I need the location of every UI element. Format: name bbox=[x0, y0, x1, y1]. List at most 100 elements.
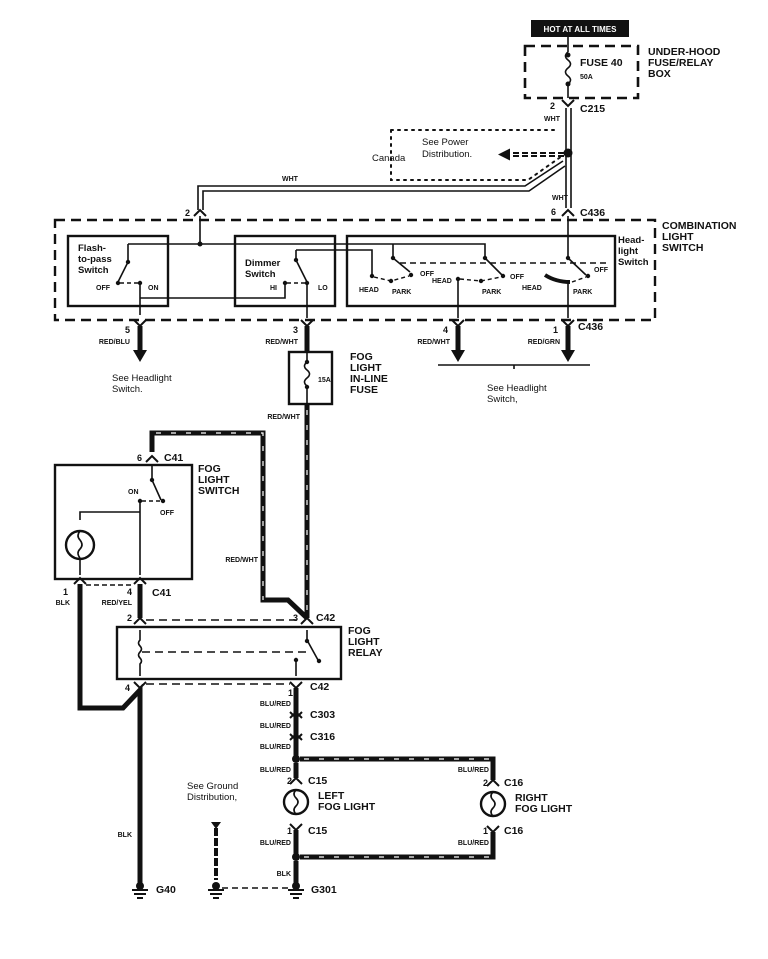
connector-c42-top: 2 3 C42 bbox=[127, 612, 335, 625]
svg-text:LIGHT: LIGHT bbox=[198, 474, 230, 486]
connector-c436-top: 2 6 C436 bbox=[185, 207, 605, 219]
svg-text:OFF: OFF bbox=[510, 274, 525, 281]
combination-light-switch: COMBINATION LIGHT SWITCH Flash- to-pass … bbox=[53, 216, 736, 322]
connector-c215: 2 C215 WHT bbox=[544, 99, 605, 123]
svg-text:OFF: OFF bbox=[160, 510, 175, 517]
svg-text:C15: C15 bbox=[308, 825, 327, 837]
svg-text:2: 2 bbox=[185, 208, 190, 218]
wire-red-wht bbox=[149, 404, 310, 620]
svg-text:Switch: Switch bbox=[618, 257, 649, 268]
svg-text:C436: C436 bbox=[578, 321, 603, 333]
svg-text:BLK: BLK bbox=[277, 871, 291, 878]
bracket bbox=[438, 364, 590, 369]
arrow-left-icon bbox=[498, 148, 510, 161]
svg-text:IN-LINE: IN-LINE bbox=[350, 373, 388, 385]
canada-power-branch: Canada See Power Distribution. bbox=[372, 129, 564, 181]
svg-text:light: light bbox=[618, 246, 639, 257]
svg-text:Head-: Head- bbox=[618, 235, 644, 246]
connector-c41-bottom: 1 BLK 4 RED/YEL C41 bbox=[56, 576, 171, 607]
svg-text:C41: C41 bbox=[164, 452, 183, 464]
svg-text:BLU/RED: BLU/RED bbox=[458, 767, 489, 774]
svg-text:C215: C215 bbox=[580, 103, 605, 115]
svg-text:HI: HI bbox=[270, 285, 277, 292]
svg-text:FOG: FOG bbox=[348, 625, 371, 637]
svg-text:Switch,: Switch, bbox=[487, 394, 518, 405]
splice-point bbox=[563, 148, 573, 158]
svg-text:5: 5 bbox=[125, 325, 130, 335]
svg-text:LEFT: LEFT bbox=[318, 790, 345, 802]
svg-text:3: 3 bbox=[293, 325, 298, 335]
svg-text:FOG LIGHT: FOG LIGHT bbox=[515, 803, 573, 815]
svg-text:1: 1 bbox=[287, 826, 292, 836]
fog-light-in-line-fuse: 15A FOG LIGHT IN-LINE FUSE RED/WHT bbox=[267, 326, 388, 421]
svg-text:6: 6 bbox=[137, 453, 142, 463]
svg-text:HEAD: HEAD bbox=[522, 285, 542, 292]
svg-text:RED/WHT: RED/WHT bbox=[267, 414, 300, 421]
wire-outputs bbox=[137, 326, 571, 352]
svg-text:1: 1 bbox=[483, 826, 488, 836]
svg-text:6: 6 bbox=[551, 207, 556, 217]
right-fog-bulb-icon bbox=[479, 790, 507, 818]
splice-blu-red bbox=[292, 755, 300, 763]
svg-text:Dimmer: Dimmer bbox=[245, 258, 281, 269]
svg-text:RED/WHT: RED/WHT bbox=[265, 339, 298, 346]
fuse-40-rating: 50A bbox=[580, 74, 593, 81]
svg-text:C15: C15 bbox=[308, 775, 327, 787]
arrow-up-icon bbox=[211, 822, 221, 829]
splice-ground bbox=[292, 853, 300, 861]
ground-g301: G301 bbox=[288, 882, 337, 899]
wire-blk bbox=[77, 584, 143, 885]
svg-text:PARK: PARK bbox=[573, 289, 592, 296]
svg-text:2: 2 bbox=[483, 778, 488, 788]
wire-wht-main bbox=[565, 108, 572, 208]
svg-text:LO: LO bbox=[318, 285, 328, 292]
ground-distribution-ref: See Ground Distribution, bbox=[187, 781, 290, 889]
svg-text:Switch.: Switch. bbox=[112, 384, 143, 395]
underhood-title-3: BOX bbox=[648, 68, 671, 80]
relay-coil bbox=[137, 630, 143, 676]
underhood-title-1: UNDER-HOOD bbox=[648, 46, 721, 58]
svg-text:FOG LIGHT: FOG LIGHT bbox=[318, 801, 376, 813]
svg-text:BLU/RED: BLU/RED bbox=[260, 767, 291, 774]
fog-light-switch: FOG LIGHT SWITCH ON OFF bbox=[53, 463, 239, 581]
svg-text:See Headlight: See Headlight bbox=[112, 373, 172, 384]
wire-wht-to-pin2 bbox=[197, 160, 566, 210]
svg-text:OFF: OFF bbox=[594, 267, 609, 274]
svg-text:LIGHT: LIGHT bbox=[662, 231, 694, 243]
svg-text:HEAD: HEAD bbox=[359, 287, 379, 294]
svg-text:2: 2 bbox=[550, 101, 555, 111]
connector-c42-bottom: 4 1 C42 BLU/RED bbox=[125, 681, 329, 708]
svg-text:15A: 15A bbox=[318, 377, 331, 384]
svg-text:C436: C436 bbox=[580, 207, 605, 219]
svg-text:BLK: BLK bbox=[56, 600, 70, 607]
flash-to-pass-switch: Flash- to-pass Switch OFF ON bbox=[66, 234, 286, 315]
svg-text:ON: ON bbox=[148, 285, 159, 292]
ground-g40: BLK G40 bbox=[118, 832, 176, 899]
svg-text:2: 2 bbox=[127, 613, 132, 623]
headlight-switch: Head- light Switch HEAD PARK OFF HEAD PA… bbox=[345, 234, 649, 318]
svg-text:Switch: Switch bbox=[245, 269, 276, 280]
svg-text:OFF: OFF bbox=[420, 271, 435, 278]
svg-text:RED/GRN: RED/GRN bbox=[528, 339, 560, 346]
connector-c316: C316 BLU/RED bbox=[260, 731, 335, 751]
svg-text:to-pass: to-pass bbox=[78, 254, 112, 265]
svg-text:RELAY: RELAY bbox=[348, 647, 383, 659]
right-fog-light: BLU/RED 2 C16 RIGHT FOG LIGHT 1 C16 BLU/… bbox=[300, 767, 573, 860]
left-fog-light: BLU/RED 2 C15 LEFT FOG LIGHT 1 C15 BLU/R… bbox=[260, 763, 376, 855]
svg-text:PARK: PARK bbox=[392, 289, 411, 296]
indicator-bulb-icon bbox=[64, 529, 96, 561]
svg-text:WHT: WHT bbox=[282, 176, 299, 183]
svg-text:Distribution.: Distribution. bbox=[422, 149, 472, 160]
canada-label: Canada bbox=[372, 153, 406, 164]
svg-text:C42: C42 bbox=[310, 681, 329, 693]
svg-text:Distribution,: Distribution, bbox=[187, 792, 237, 803]
svg-text:HEAD: HEAD bbox=[432, 278, 452, 285]
hot-label: HOT AT ALL TIMES bbox=[544, 25, 618, 34]
svg-text:PARK: PARK bbox=[482, 289, 501, 296]
svg-text:OFF: OFF bbox=[96, 285, 111, 292]
svg-text:2: 2 bbox=[287, 776, 292, 786]
ground-ref-symbol bbox=[208, 882, 224, 899]
svg-text:G301: G301 bbox=[311, 884, 337, 896]
svg-text:BLU/RED: BLU/RED bbox=[260, 723, 291, 730]
svg-text:RED/WHT: RED/WHT bbox=[225, 557, 258, 564]
